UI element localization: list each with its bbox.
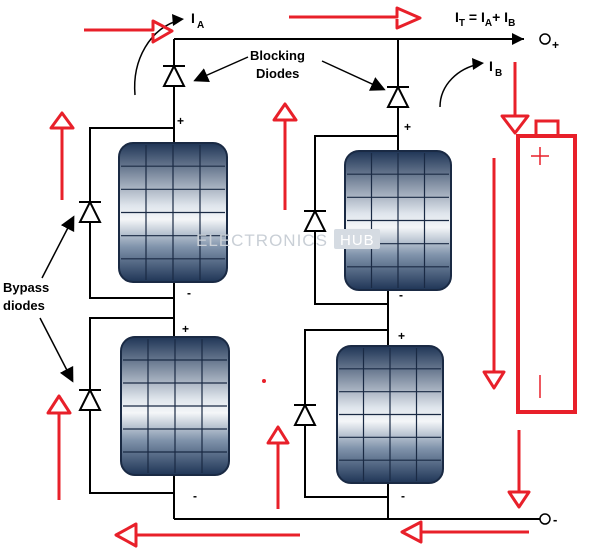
ib-arc-pointer <box>439 63 481 108</box>
flow-arrow-left-icon <box>114 522 300 548</box>
negative-terminal <box>539 513 551 525</box>
bypass-diodes-label-line2: diodes <box>3 298 45 313</box>
svg-text:HUB: HUB <box>340 232 375 249</box>
panel-plus-label: + <box>177 114 184 128</box>
flow-arrow-left-icon <box>400 520 529 544</box>
solar-panel <box>120 336 230 476</box>
ia-label: I A <box>191 10 204 31</box>
flow-arrow-down-icon <box>482 158 506 390</box>
flow-arrow-up-icon <box>49 111 75 200</box>
stray-dot <box>262 379 266 383</box>
blocking-pointer-right <box>321 60 386 91</box>
positive-terminal <box>539 33 551 45</box>
negative-terminal-label: - <box>553 512 557 527</box>
total-current-equation: IT = IA+ IB <box>455 9 515 29</box>
panel-minus-label: - <box>401 489 405 503</box>
panel-minus-label: - <box>193 489 197 503</box>
flow-arrow-down-icon <box>500 62 530 135</box>
solar-panels <box>118 142 452 484</box>
svg-text:A: A <box>197 20 204 31</box>
panel-minus-label: - <box>187 286 191 300</box>
svg-text:I: I <box>489 58 493 74</box>
flow-arrow-up-icon <box>272 102 298 210</box>
bypass-diodes-label-line1: Bypass <box>3 280 49 295</box>
flow-arrow-up-icon <box>266 425 290 509</box>
ib-label: I B <box>489 58 502 79</box>
panel-plus-label: + <box>182 322 189 336</box>
bypass-diode-left-top <box>78 199 102 223</box>
panel-minus-label: - <box>399 288 403 302</box>
panel-plus-label: + <box>404 120 411 134</box>
blocking-diodes-label-line1: Blocking <box>250 48 305 63</box>
svg-text:B: B <box>495 68 502 79</box>
watermark-logo: ELECTRONICS HUB <box>196 229 380 250</box>
svg-text:I: I <box>191 10 195 26</box>
bypass-pointer-top <box>41 215 75 279</box>
svg-text:ELECTRONICS: ELECTRONICS <box>196 231 328 250</box>
flow-arrow-down-icon <box>507 430 531 509</box>
blocking-diode-left <box>162 63 186 87</box>
flow-arrow-right-icon <box>289 6 422 30</box>
battery-icon <box>516 119 577 414</box>
current-flow-arrows <box>46 6 531 548</box>
flow-arrow-right-icon <box>84 19 174 44</box>
flow-arrow-up-icon <box>46 394 72 500</box>
bypass-diode-right-bottom <box>293 402 317 426</box>
total-current-arrowhead <box>512 33 524 45</box>
panel-plus-label: + <box>398 329 405 343</box>
solar-panel <box>118 142 228 283</box>
solar-panel <box>344 150 452 291</box>
positive-terminal-label: + <box>552 38 559 52</box>
bypass-diode-left-bottom <box>78 387 102 411</box>
solar-panel <box>336 345 444 484</box>
svg-text:IT = IA+ IB: IT = IA+ IB <box>455 9 515 29</box>
blocking-diode-right <box>386 84 410 108</box>
blocking-diodes-label-line2: Diodes <box>256 66 299 81</box>
blocking-pointer-left <box>193 56 249 83</box>
bypass-diode-right-top <box>303 208 327 232</box>
ia-arc-pointer <box>133 19 181 96</box>
bypass-pointer-bottom <box>39 317 74 383</box>
